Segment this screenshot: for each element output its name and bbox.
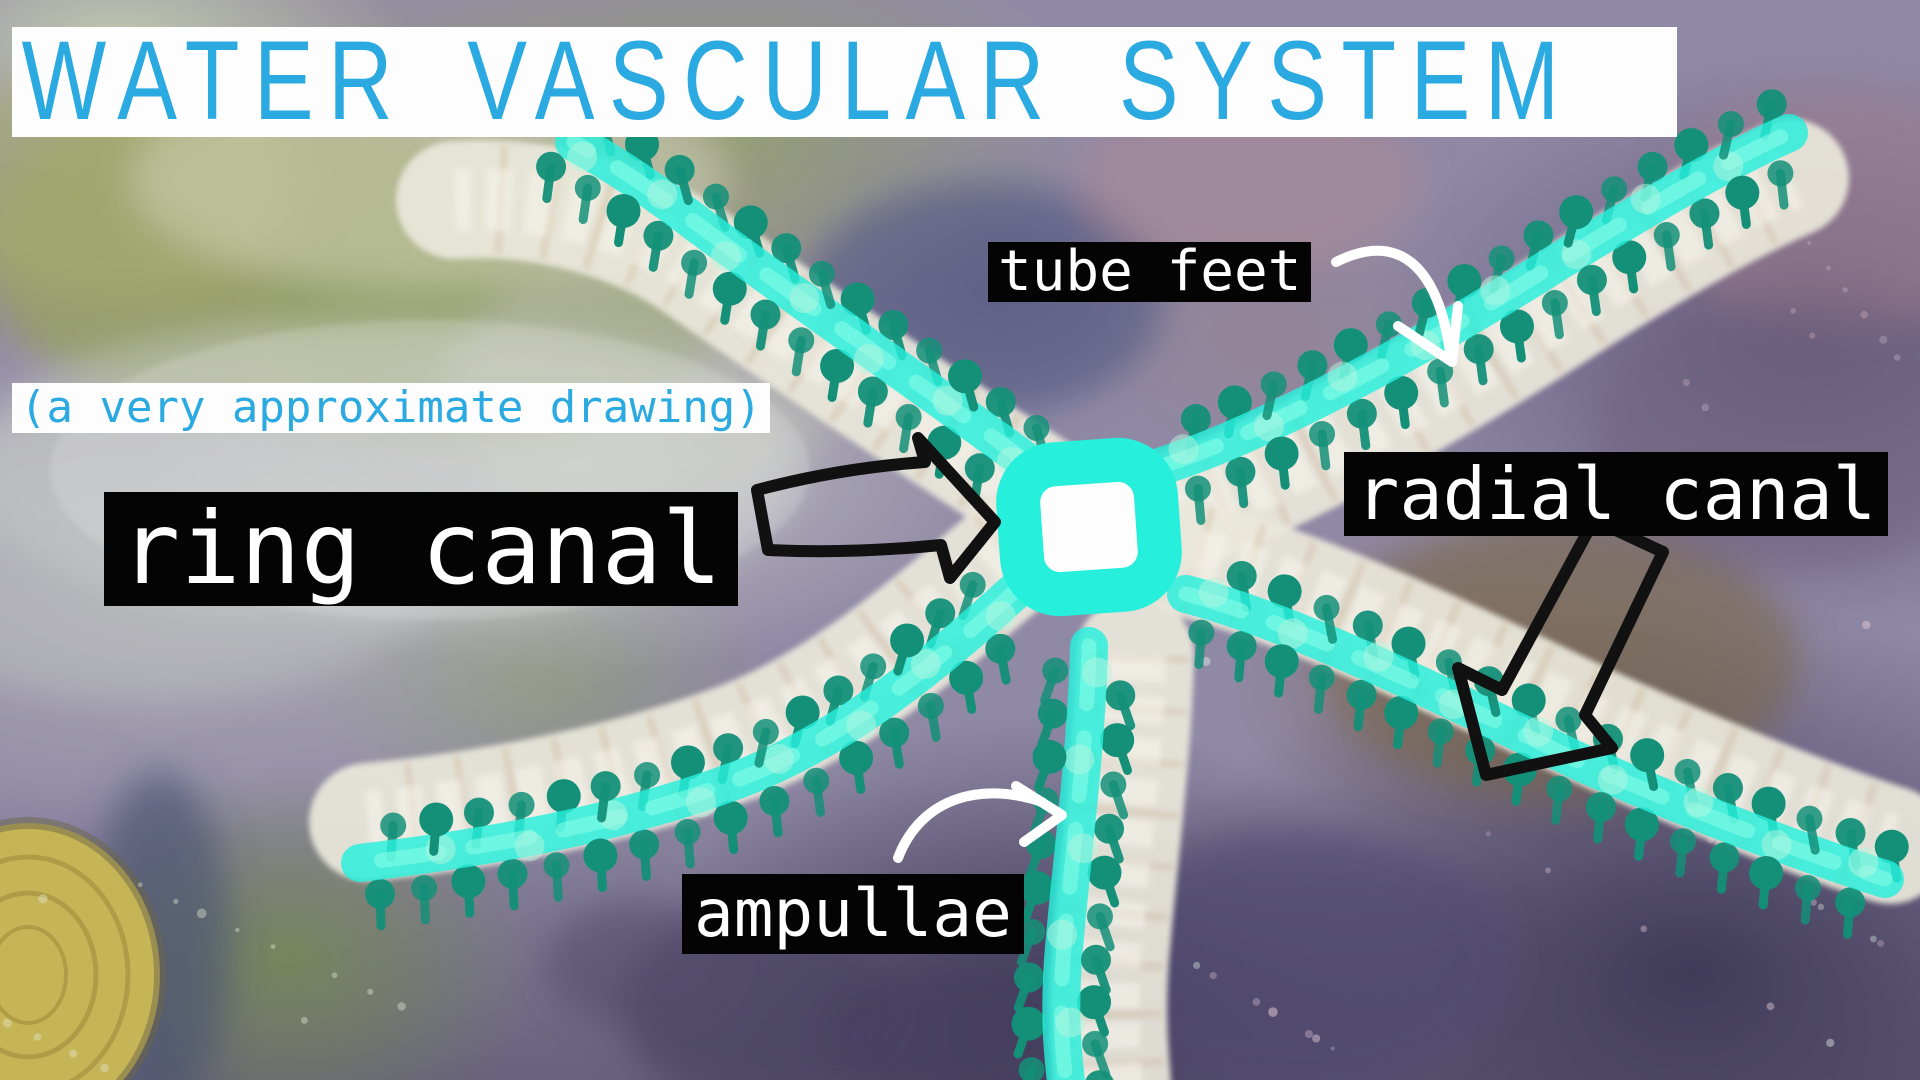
title-banner: WATER VASCULAR SYSTEM bbox=[12, 27, 1677, 137]
speckles-layer bbox=[2, 146, 1901, 1073]
ring-canal-ring bbox=[996, 437, 1182, 617]
ampullae-dots-top-layer bbox=[411, 111, 1823, 995]
snail-shell bbox=[0, 817, 166, 1080]
radial-canal-arrow-icon bbox=[1452, 514, 1669, 781]
mint-highlight-dots-layer bbox=[425, 141, 1879, 1038]
subtitle-note: (a very approximate drawing) bbox=[12, 383, 770, 433]
label-ampullae: ampullae bbox=[682, 874, 1024, 954]
label-radial-canal: radial canal bbox=[1344, 452, 1889, 536]
ring-canal-arrow-icon bbox=[751, 432, 1001, 584]
label-ring-canal: ring canal bbox=[104, 492, 739, 606]
ampullae-arrow-icon bbox=[893, 781, 1067, 863]
label-tube-feet: tube feet bbox=[988, 242, 1312, 302]
tube-feet-arrow-icon bbox=[1331, 245, 1463, 367]
page-title: WATER VASCULAR SYSTEM bbox=[21, 27, 1574, 137]
